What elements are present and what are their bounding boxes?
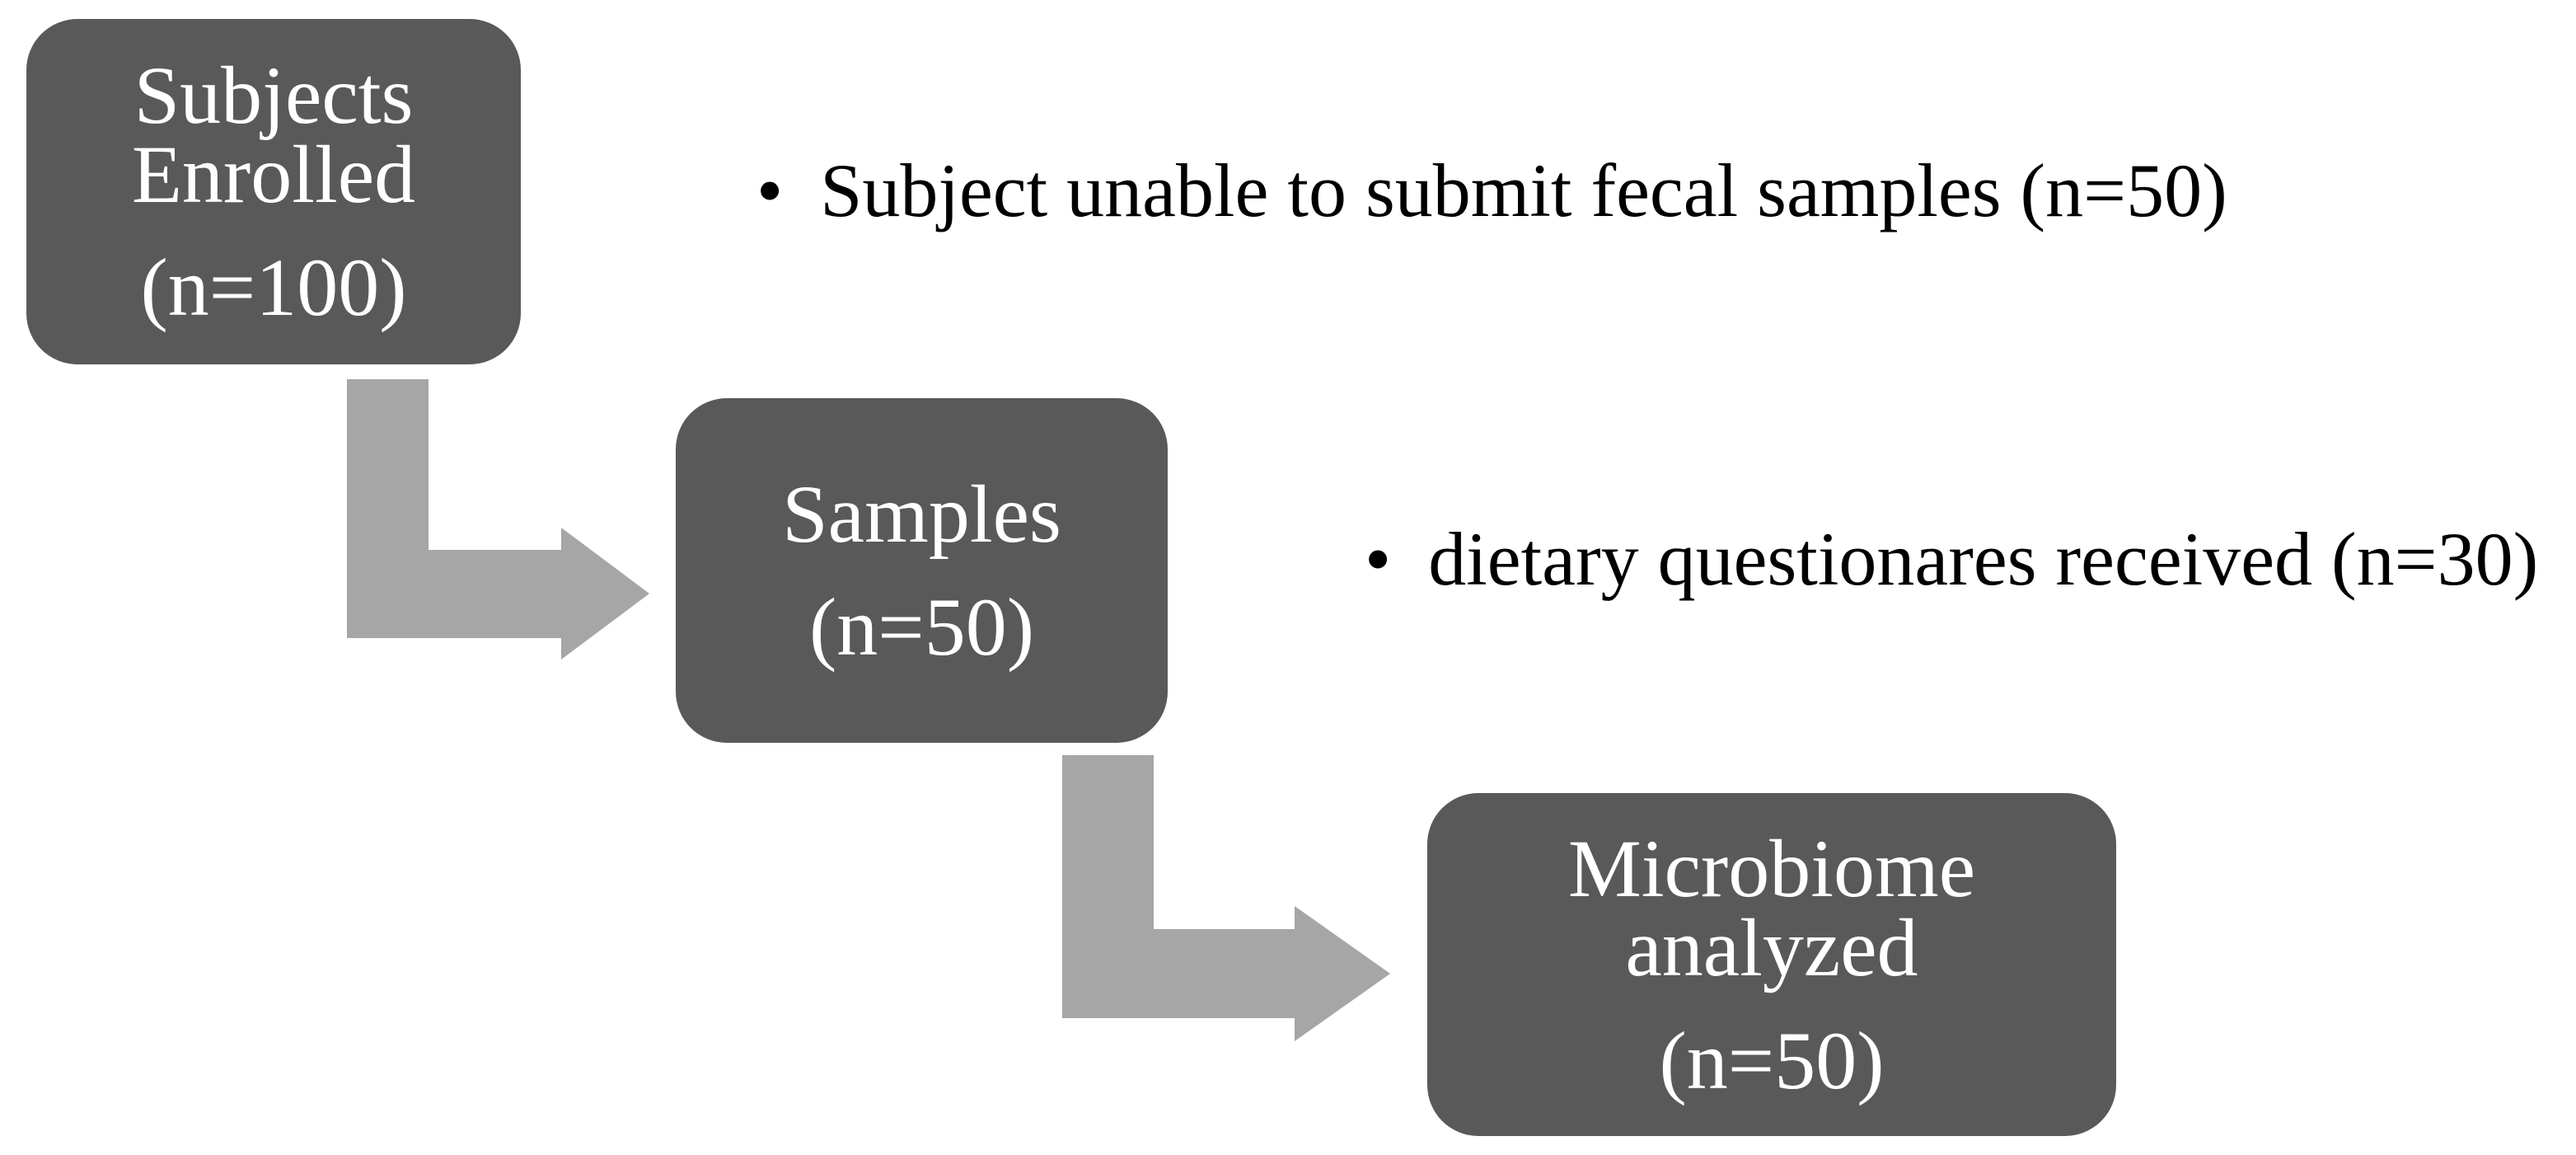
annotation-text: Subject unable to submit fecal samples (… [820,148,2227,232]
node-label: Microbiome analyzed [1567,822,1976,993]
annotation-dietary-questionnaires: • dietary questionares received (n=30) [1365,521,2538,597]
flow-node-samples: Samples (n=50) [676,398,1168,743]
node-label: Samples [782,467,1061,560]
annotation-fecal-samples: • Subject unable to submit fecal samples… [756,153,2227,228]
node-count: (n=50) [1659,1014,1885,1106]
node-label: Subjects Enrolled [131,49,416,220]
bullet-marker-icon: • [756,148,784,232]
node-count: (n=50) [809,580,1034,673]
node-count: (n=100) [140,242,407,333]
annotation-text: dietary questionares received (n=30) [1428,517,2539,601]
flow-node-microbiome-analyzed: Microbiome analyzed (n=50) [1427,793,2116,1136]
bent-arrow-icon [1062,755,1390,1041]
bullet-marker-icon: • [1365,517,1392,601]
bent-arrow-icon [347,379,649,660]
flow-node-subjects-enrolled: Subjects Enrolled (n=100) [26,19,521,364]
